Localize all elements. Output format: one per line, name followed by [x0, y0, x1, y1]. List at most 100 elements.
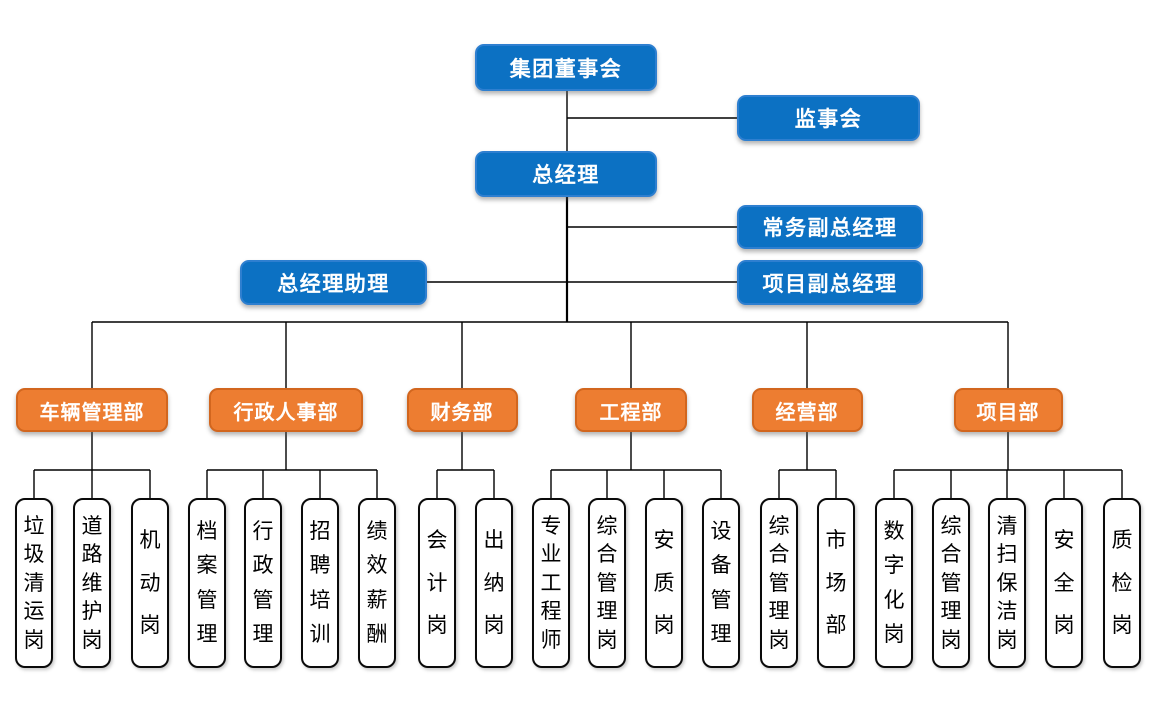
position-label-char: 绩: [366, 519, 388, 544]
position-label-char: 效: [366, 553, 388, 578]
position-label-char: 岗: [1053, 613, 1075, 638]
position-label-char: 岗: [426, 613, 448, 638]
position-label-char: 岗: [596, 627, 618, 652]
position-label-char: 业: [540, 542, 562, 566]
position-label-char: 动: [139, 570, 161, 595]
position-label-char: 质: [1111, 527, 1133, 552]
node-position: 安全岗: [1045, 498, 1083, 668]
position-label-char: 圾: [23, 542, 45, 566]
position-label-char: 聘: [309, 553, 331, 578]
node-department: 行政人事部: [209, 388, 363, 432]
position-label-char: 薪: [366, 587, 388, 612]
position-label-char: 理: [940, 599, 962, 623]
node-position: 绩效薪酬: [358, 498, 396, 668]
position-label-char: 理: [768, 599, 790, 623]
position-label-char: 管: [710, 587, 732, 612]
position-label-char: 培: [309, 587, 331, 612]
position-label-char: 路: [81, 542, 103, 566]
position-label-char: 安: [653, 527, 675, 552]
position-label-char: 出: [483, 527, 505, 552]
node-position: 会计岗: [418, 498, 456, 668]
position-label-char: 数: [883, 519, 905, 544]
position-label-char: 清: [23, 570, 45, 595]
position-label-char: 部: [825, 613, 847, 638]
position-label-char: 化: [883, 587, 905, 612]
node-department: 车辆管理部: [16, 388, 168, 432]
node-gm-assistant: 总经理助理: [240, 260, 427, 305]
node-department: 工程部: [575, 388, 687, 432]
node-position: 综合管理岗: [932, 498, 970, 668]
position-label-char: 纳: [483, 570, 505, 595]
node-department: 经营部: [751, 388, 863, 432]
position-label-char: 管: [596, 570, 618, 595]
position-label-char: 会: [426, 527, 448, 552]
position-label-char: 专: [540, 513, 562, 538]
position-label-char: 岗: [139, 613, 161, 638]
position-label-char: 师: [540, 627, 562, 652]
position-label-char: 理: [196, 621, 218, 646]
position-label-char: 岗: [483, 613, 505, 638]
node-department: 项目部: [953, 388, 1063, 432]
position-label-char: 市: [825, 527, 847, 552]
position-label-char: 管: [196, 587, 218, 612]
node-position: 机动岗: [131, 498, 169, 668]
position-label-char: 档: [196, 519, 218, 544]
position-label-char: 岗: [768, 627, 790, 652]
position-label-char: 岗: [81, 627, 103, 652]
position-label-char: 理: [252, 621, 274, 646]
node-project-deputy-gm: 项目副总经理: [737, 260, 923, 305]
position-label-char: 道: [81, 513, 103, 538]
position-label-char: 岗: [996, 627, 1018, 652]
position-label-char: 岗: [23, 627, 45, 652]
position-label-char: 合: [768, 542, 790, 566]
position-label-char: 护: [81, 599, 103, 623]
position-label-char: 合: [940, 542, 962, 566]
position-label-char: 设: [710, 519, 732, 544]
position-label-char: 维: [81, 570, 103, 595]
position-label-char: 保: [996, 570, 1018, 595]
position-label-char: 理: [596, 599, 618, 623]
position-label-char: 岗: [653, 613, 675, 638]
position-label-char: 计: [426, 570, 448, 595]
position-label-char: 备: [710, 553, 732, 578]
node-position: 质检岗: [1103, 498, 1141, 668]
node-board: 集团董事会: [475, 44, 657, 91]
node-position: 垃圾清运岗: [15, 498, 53, 668]
position-label-char: 场: [825, 570, 847, 595]
node-position: 数字化岗: [875, 498, 913, 668]
node-position: 安质岗: [645, 498, 683, 668]
position-label-char: 检: [1111, 570, 1133, 595]
position-label-char: 垃: [23, 513, 45, 538]
position-label-char: 运: [23, 599, 45, 623]
position-label-char: 管: [768, 570, 790, 595]
position-label-char: 全: [1053, 570, 1075, 595]
node-position: 专业工程师: [532, 498, 570, 668]
position-label-char: 综: [940, 513, 962, 538]
position-label-char: 管: [252, 587, 274, 612]
node-position: 招聘培训: [301, 498, 339, 668]
node-position: 行政管理: [244, 498, 282, 668]
position-label-char: 洁: [996, 599, 1018, 623]
position-label-char: 酬: [366, 621, 388, 646]
position-label-char: 岗: [940, 627, 962, 652]
position-label-char: 安: [1053, 527, 1075, 552]
node-position: 设备管理: [702, 498, 740, 668]
node-department: 财务部: [406, 388, 518, 432]
position-label-char: 综: [768, 513, 790, 538]
node-general-manager: 总经理: [475, 151, 657, 197]
position-label-char: 清: [996, 513, 1018, 538]
position-label-char: 综: [596, 513, 618, 538]
node-position: 综合管理岗: [760, 498, 798, 668]
position-label-char: 招: [309, 519, 331, 544]
position-label-char: 管: [940, 570, 962, 595]
position-label-char: 扫: [996, 542, 1018, 566]
position-label-char: 程: [540, 599, 562, 623]
node-position: 综合管理岗: [588, 498, 626, 668]
position-label-char: 案: [196, 553, 218, 578]
node-position: 道路维护岗: [73, 498, 111, 668]
position-label-char: 训: [309, 621, 331, 646]
position-label-char: 岗: [883, 621, 905, 646]
position-label-char: 合: [596, 542, 618, 566]
